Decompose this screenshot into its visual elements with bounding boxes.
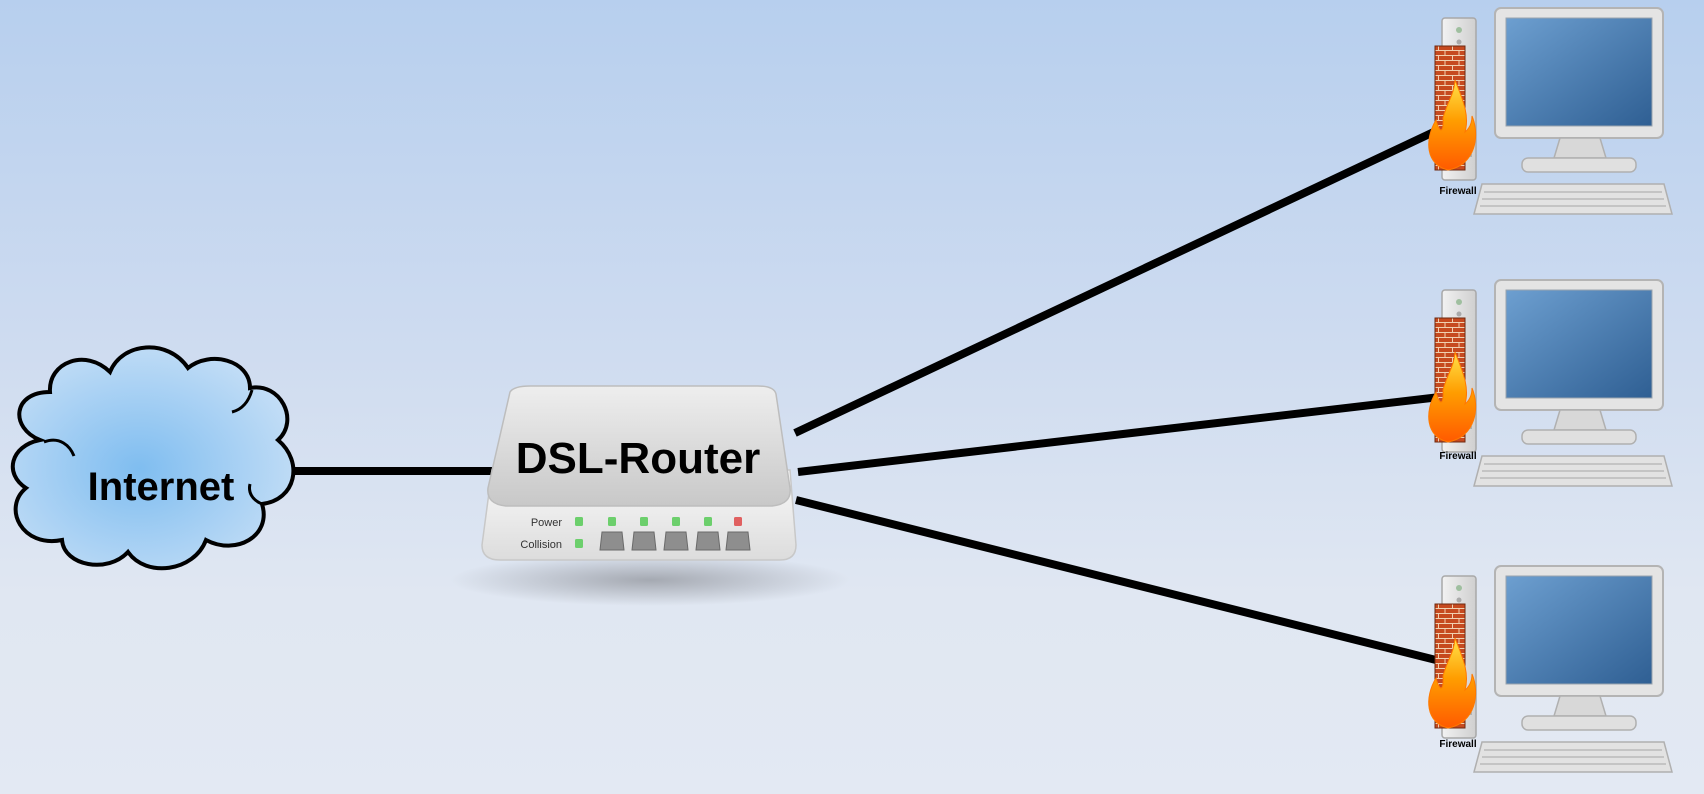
port-5	[725, 531, 751, 551]
firewall-label: Firewall	[1439, 739, 1476, 750]
link-router-workstation-1	[793, 125, 1442, 437]
led-port-1	[608, 517, 616, 526]
link-router-workstation-2	[797, 393, 1441, 476]
link-router-workstation-3	[795, 496, 1441, 665]
led-port-4	[704, 517, 712, 526]
workstation-1: Firewall	[1427, 7, 1673, 215]
computer-icon	[1427, 7, 1673, 215]
workstation-3: Firewall	[1427, 565, 1673, 773]
led-port-2	[640, 517, 648, 526]
firewall-label: Firewall	[1439, 186, 1476, 197]
connections	[282, 125, 1442, 665]
port-4	[695, 531, 721, 551]
router-top	[487, 385, 791, 507]
router-ports	[599, 531, 751, 551]
port-1	[599, 531, 625, 551]
workstation-2: Firewall	[1427, 279, 1673, 487]
led-port-5	[734, 517, 742, 526]
router-label: DSL-Router	[516, 434, 760, 483]
led-port-3	[672, 517, 680, 526]
firewall-label: Firewall	[1439, 451, 1476, 462]
dsl-router: DSL-Router Power Collision	[450, 385, 850, 606]
cloud-icon	[10, 345, 296, 571]
indicator-label-collision: Collision	[520, 539, 562, 551]
router-shadow	[450, 554, 850, 606]
internet-cloud: Internet	[10, 345, 296, 571]
indicator-label-power: Power	[531, 517, 563, 529]
port-2	[631, 531, 657, 551]
led-power	[575, 517, 583, 526]
router-leds	[575, 517, 742, 548]
port-3	[663, 531, 689, 551]
internet-label: Internet	[88, 465, 235, 509]
led-collision	[575, 539, 583, 548]
